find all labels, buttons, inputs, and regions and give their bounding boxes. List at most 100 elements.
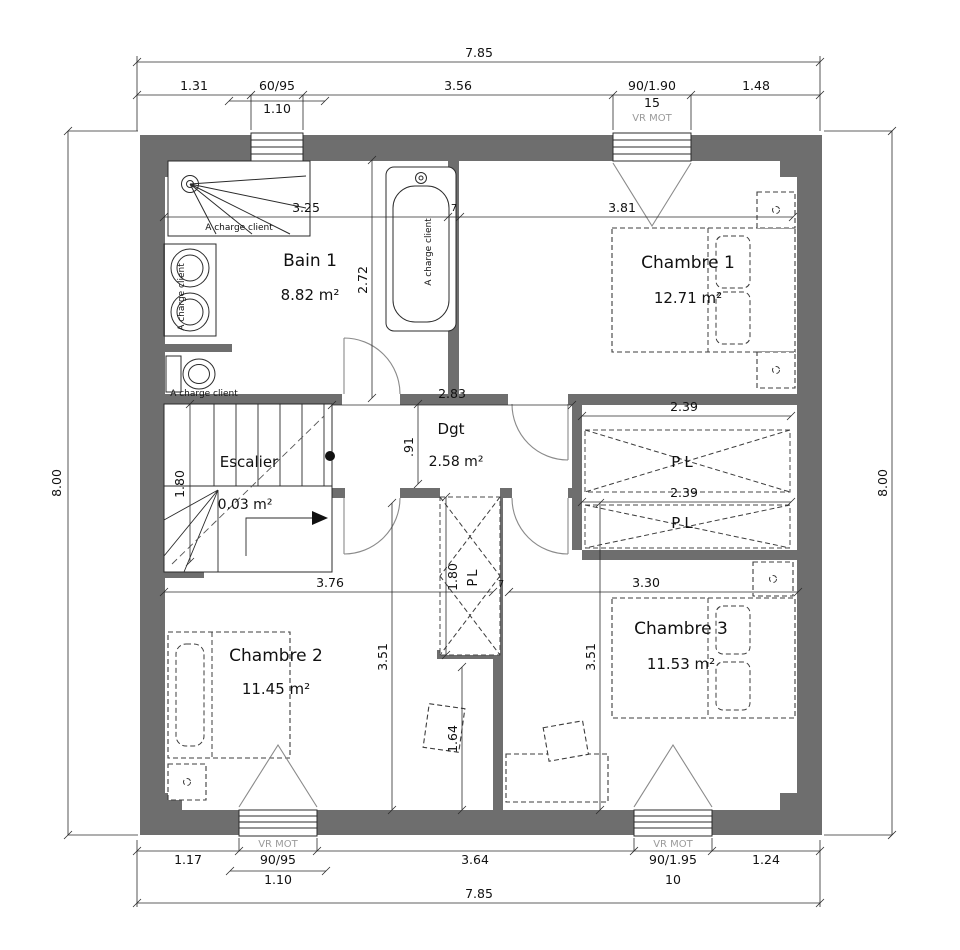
dim-top-overall: 7.85 bbox=[465, 45, 493, 60]
toilet-bowl-inner bbox=[188, 364, 210, 384]
label-vr-mot-bottom-right: VR MOT bbox=[653, 839, 693, 850]
dim-pl-top-width: 2.39 bbox=[670, 399, 698, 414]
window-bottom-left bbox=[238, 809, 318, 837]
closet-mid-cross bbox=[439, 496, 501, 656]
nightstand-chambre2 bbox=[167, 763, 207, 801]
stair-newel-dot bbox=[325, 451, 335, 461]
room-area-chambre3: 11.53 m² bbox=[647, 655, 715, 673]
dim-top-seg5: 1.48 bbox=[742, 78, 770, 93]
note-charge-client-sinks: A charge client bbox=[177, 263, 187, 331]
dim-top-sub-left: 1.10 bbox=[263, 101, 291, 116]
dim-top-seg3: 3.56 bbox=[444, 78, 472, 93]
dim-pl-mid-height: 1.80 bbox=[445, 563, 460, 591]
dim-bottom-seg4: 90/1.95 bbox=[649, 852, 697, 867]
dim-left-overall: 8.00 bbox=[49, 469, 64, 497]
nightstand-chambre1-bottom bbox=[756, 351, 796, 389]
room-label-chambre2: Chambre 2 bbox=[229, 646, 323, 666]
vanity-counter bbox=[163, 243, 217, 337]
label-vr-mot-top: VR MOT bbox=[632, 113, 672, 124]
corner-block-br bbox=[780, 793, 822, 835]
dim-chambre2-height: 3.51 bbox=[375, 643, 390, 671]
window-bottom-right bbox=[633, 809, 713, 837]
dim-lines-sides bbox=[67, 130, 893, 836]
stair-arrow-head bbox=[312, 511, 328, 525]
bathtub-outer bbox=[385, 166, 457, 332]
closets bbox=[439, 429, 791, 656]
dim-bain-height: 2.72 bbox=[355, 266, 370, 294]
room-label-pl-top: PL bbox=[671, 453, 696, 471]
wall-hall-a bbox=[332, 488, 345, 498]
dim-lines-interior bbox=[164, 160, 798, 810]
dim-chambre2-width: 3.76 bbox=[316, 575, 344, 590]
washbasin-2-bowl bbox=[176, 298, 204, 326]
bed-chambre1-pillow-2 bbox=[715, 291, 751, 345]
stair-cut-line bbox=[171, 415, 325, 565]
bed-chambre2-pillow bbox=[175, 643, 205, 747]
note-charge-client-bath: A charge client bbox=[424, 218, 434, 286]
outer-wall-top bbox=[140, 135, 822, 161]
windows bbox=[238, 132, 713, 837]
window-top-right-glazing bbox=[613, 139, 691, 155]
room-label-pl-bottom: PL bbox=[671, 514, 696, 532]
window-swing-bottom-right bbox=[633, 743, 713, 808]
closet-mid-box bbox=[439, 496, 501, 656]
room-label-chambre3: Chambre 3 bbox=[634, 619, 728, 639]
door-chambre1 bbox=[511, 403, 569, 461]
dim-right-overall: 8.00 bbox=[875, 469, 890, 497]
wall-mid-a bbox=[164, 394, 342, 405]
room-area-chambre1: 12.71 m² bbox=[654, 289, 722, 307]
room-label-dgt: Dgt bbox=[438, 420, 465, 438]
chair-chambre3 bbox=[542, 720, 590, 762]
dim-bottom-seg5: 1.24 bbox=[752, 852, 780, 867]
dim-bottom-overall: 7.85 bbox=[465, 886, 493, 901]
dim-lines-top bbox=[136, 56, 821, 131]
closet-top-cross bbox=[584, 429, 791, 493]
label-vr-mot-bottom-left: VR MOT bbox=[258, 839, 298, 850]
dim-ticks-bottom bbox=[132, 846, 825, 908]
lamp-chambre1-top bbox=[772, 206, 780, 214]
shower-head bbox=[181, 175, 199, 193]
room-label-chambre1: Chambre 1 bbox=[641, 253, 735, 273]
stair-walk-line bbox=[245, 517, 312, 556]
nightstand-chambre1-top bbox=[756, 191, 796, 229]
dim-pl-bottom-width: 2.39 bbox=[670, 485, 698, 500]
dim-bottom-seg1: 1.17 bbox=[174, 852, 202, 867]
bathtub-inner bbox=[392, 185, 450, 323]
outer-wall-left bbox=[140, 135, 165, 835]
note-charge-client-wc: A charge client bbox=[170, 389, 238, 399]
staircase bbox=[163, 403, 335, 573]
dim-top-seg1: 1.31 bbox=[180, 78, 208, 93]
room-area-dgt: 2.58 m² bbox=[429, 454, 484, 470]
wall-pl-west bbox=[572, 404, 582, 550]
labels: 7.85 1.31 60/95 3.56 90/1.90 1.48 1.10 1… bbox=[49, 45, 890, 901]
corner-block-tr bbox=[780, 135, 822, 177]
dim-ticks-interior bbox=[159, 155, 803, 815]
dimension-lines bbox=[63, 56, 897, 908]
dim-dgt-width: 2.83 bbox=[438, 386, 466, 401]
bed-chambre3-pillow-1 bbox=[715, 605, 751, 655]
window-top-left-glazing bbox=[251, 139, 303, 155]
dim-top-seg2: 60/95 bbox=[259, 78, 295, 93]
room-label-bain1: Bain 1 bbox=[283, 251, 337, 271]
dim-top-sub-right: 15 bbox=[644, 95, 660, 110]
dim-stair-height: 1.80 bbox=[172, 470, 187, 498]
window-bottom-left-glazing bbox=[239, 815, 317, 829]
dim-chambre1-width: 3.81 bbox=[608, 200, 636, 215]
desk-chambre3 bbox=[505, 753, 609, 803]
bed-chambre3 bbox=[611, 597, 796, 719]
doors bbox=[238, 162, 713, 808]
room-area-bain1: 8.82 m² bbox=[281, 286, 340, 304]
door-bain bbox=[343, 337, 401, 395]
wall-mid-b bbox=[400, 394, 508, 405]
dim-bottom-seg3: 3.64 bbox=[461, 852, 489, 867]
dim-ticks-sides bbox=[63, 126, 897, 840]
lamp-chambre2 bbox=[183, 778, 191, 786]
window-swing-top-right bbox=[612, 162, 692, 228]
washbasin-1-bowl bbox=[176, 254, 204, 282]
dim-wall-thk-top: 7 bbox=[451, 203, 457, 214]
dim-bottom-sub-left: 1.10 bbox=[264, 872, 292, 887]
dim-bain-width: 3.25 bbox=[292, 200, 320, 215]
bed-chambre1 bbox=[611, 227, 796, 353]
